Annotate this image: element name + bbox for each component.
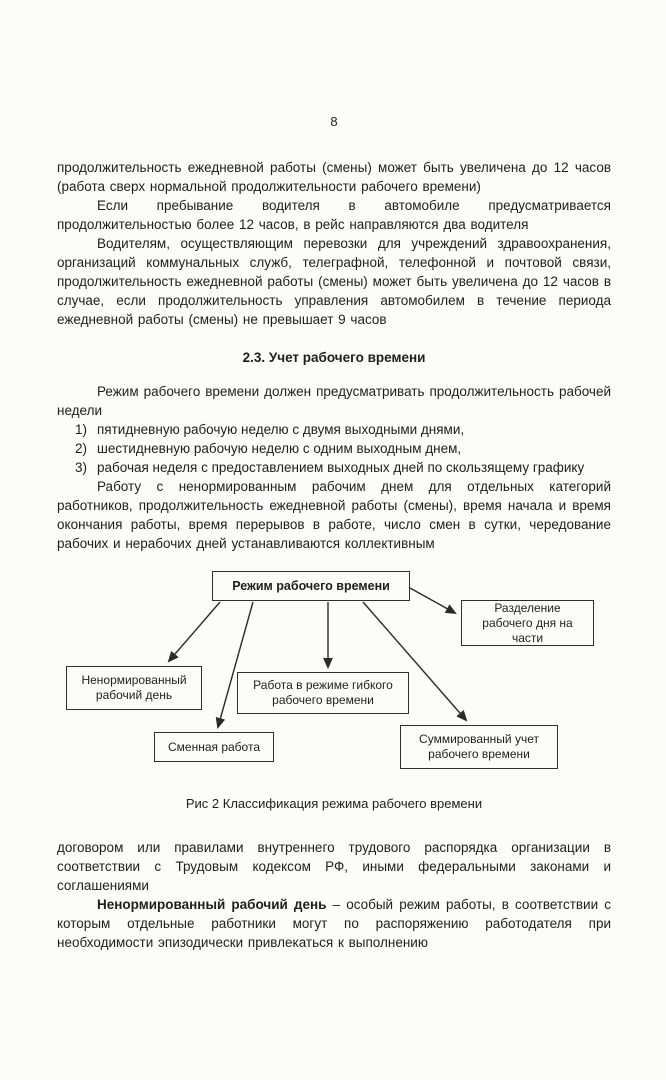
paragraph-definition: Ненормированный рабочий день – особый ре… [57,895,611,952]
paragraph: Работу с ненормированным рабочим днем дл… [57,479,611,551]
diagram-box-summed: Суммированный учет рабочего времени [400,725,558,769]
diagram-box-label: Сменная работа [167,739,260,754]
section-heading: 2.3. Учет рабочего времени [242,350,426,365]
page-number: 8 [330,114,338,129]
diagram-box-label: Ненормированный рабочий день [81,673,187,702]
diagram-box-label: Разделение рабочего дня на части [482,600,573,645]
list-item-number: 3) [75,460,88,475]
diagram-box-flexible: Работа в режиме гибкого рабочего времени [237,672,409,714]
diagram-box-shift: Сменная работа [154,732,274,762]
paragraph: Режим рабочего времени должен предусматр… [57,384,611,418]
diagram-box-division: Разделение рабочего дня на части [461,600,594,646]
figure-caption: Рис 2 Классификация режима рабочего врем… [185,796,483,811]
list-item-text: пятидневную рабочую неделю с двумя выход… [97,422,465,437]
paragraph: Если пребывание водителя в автомобиле пр… [57,198,611,232]
paragraph-continuation: договором или правилами внутреннего труд… [57,840,611,893]
diagram-box-irregular: Ненормированный рабочий день [66,666,202,710]
diagram-box-label: Режим рабочего времени [232,578,390,593]
list-item: 3) рабочая неделя с предоставлением выхо… [75,458,611,477]
diagram-arrows [167,587,468,730]
list-item: 2) шестидневную рабочую неделю с одним в… [75,439,611,458]
definition-text: – особый режим работы, в соответствии с … [57,897,611,950]
diagram-box-root: Режим рабочего времени [212,571,410,601]
list-item-text: шестидневную рабочую неделю с одним выхо… [97,441,462,456]
list-item-number: 2) [75,441,88,456]
diagram-box-label: Суммированный учет рабочего времени [419,732,539,761]
list-item-number: 1) [75,422,88,437]
paragraph: Водителям, осуществляющим перевозки для … [57,236,611,327]
definition-term: Ненормированный рабочий день [97,897,327,912]
diagram-box-label: Работа в режиме гибкого рабочего времени [253,678,393,707]
numbered-list: 1) пятидневную рабочую неделю с двумя вы… [75,420,611,477]
paragraph-continuation: продолжительность ежедневной работы (сме… [57,160,611,194]
list-item: 1) пятидневную рабочую неделю с двумя вы… [75,420,611,439]
work-time-regime-diagram: Режим рабочего времени Разделение рабоче… [57,563,611,781]
list-item-text: рабочая неделя с предоставлением выходны… [97,460,585,475]
